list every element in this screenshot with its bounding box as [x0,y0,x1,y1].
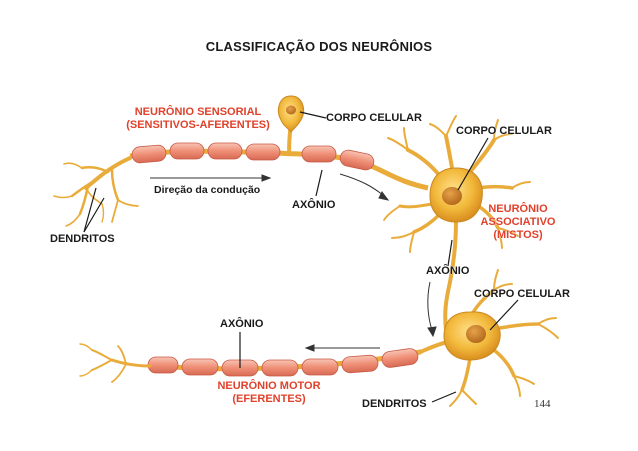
motor-axon-label: AXÔNIO [220,318,264,330]
sensory-neuron [53,95,429,227]
association-cell-body-label: CORPO CELULAR [456,125,552,137]
sensory-neuron-label: NEURÔNIO SENSORIAL (SENSITIVOS-AFERENTES… [116,106,280,132]
leader-lines [83,111,519,403]
motor-name-line1: NEURÔNIO MOTOR [217,380,321,392]
sensory-dendrites [53,156,139,227]
association-axon-label: AXÔNIO [426,265,470,277]
sensory-cell-body-label: CORPO CELULAR [326,112,422,124]
association-name-line2: ASSOCIATIVO [480,216,556,228]
motor-neuron-label: NEURÔNIO MOTOR (EFERENTES) [206,380,332,406]
page-title: CLASSIFICAÇÃO DOS NEURÔNIOS [205,39,433,54]
sensory-name-line1: NEURÔNIO SENSORIAL [134,106,262,118]
motor-name-line2: (EFERENTES) [232,393,306,405]
page-number: 144 [534,398,551,410]
motor-myelin [147,348,419,377]
motor-cell-body-label: CORPO CELULAR [474,288,570,300]
sensory-axon-label: AXÔNIO [292,199,336,211]
sensory-dendrites-label: DENDRITOS [50,233,115,245]
association-neuron-label: NEURÔNIO ASSOCIATIVO (MISTOS) [478,203,558,242]
sensory-name-line2: (SENSITIVOS-AFERENTES) [126,119,270,131]
sensory-myelin [131,142,375,171]
direction-arrows [150,173,437,352]
association-name-line1: NEURÔNIO [488,203,548,215]
conduction-direction-label: Direção da condução [154,184,261,196]
motor-dendrites-label: DENDRITOS [362,398,427,410]
association-neuron [383,115,531,332]
motor-neuron [79,269,559,407]
association-name-line3: (MISTOS) [493,229,543,241]
